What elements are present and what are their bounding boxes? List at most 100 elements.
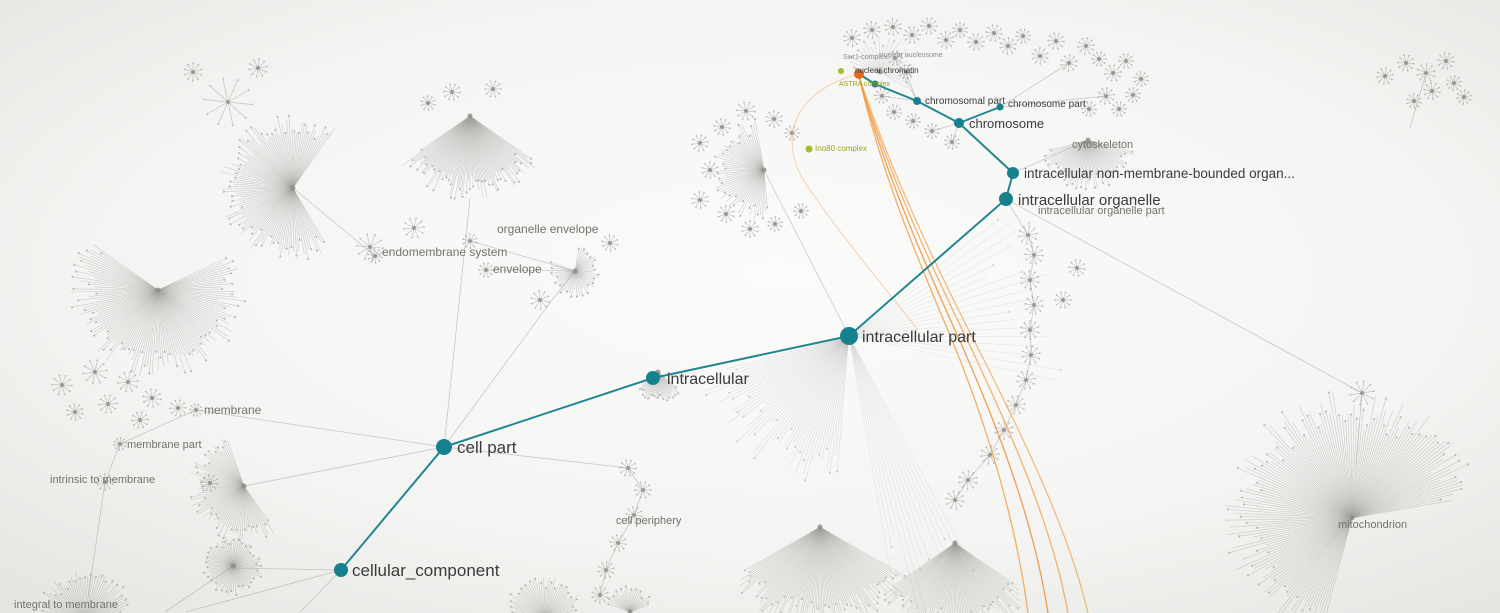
node-burst[interactable] [937, 31, 955, 49]
node-burst[interactable] [843, 29, 861, 47]
cluster-hub[interactable] [877, 69, 883, 75]
node-burst[interactable] [980, 445, 1000, 465]
node-burst[interactable] [898, 64, 914, 80]
node-burst[interactable] [920, 17, 938, 35]
node-burst[interactable] [169, 399, 187, 417]
node-burst[interactable] [886, 104, 902, 120]
node-burst[interactable] [1376, 67, 1394, 85]
term-node-swr1-complex[interactable] [838, 68, 844, 74]
node-burst[interactable] [784, 125, 800, 141]
node-burst[interactable] [82, 359, 108, 385]
term-label[interactable]: integral to membrane [14, 599, 118, 611]
node-burst[interactable] [985, 24, 1003, 42]
term-label[interactable]: chromosome part [1008, 99, 1086, 110]
term-label[interactable]: ASTRA complex [839, 81, 890, 88]
node-burst[interactable] [1068, 259, 1086, 277]
node-burst[interactable] [1446, 75, 1462, 91]
term-node-nuclear-chromatin-focus[interactable] [854, 69, 864, 79]
node-burst[interactable] [767, 216, 783, 232]
node-burst[interactable] [1133, 71, 1149, 87]
node-burst[interactable] [713, 118, 731, 136]
node-burst[interactable] [1015, 28, 1031, 44]
node-burst[interactable] [1016, 370, 1036, 390]
node-burst[interactable] [1118, 53, 1134, 69]
node-burst[interactable] [999, 37, 1017, 55]
term-label[interactable]: membrane part [127, 439, 202, 451]
node-burst[interactable] [51, 374, 73, 396]
node-burst[interactable] [701, 161, 719, 179]
term-node-chromosome[interactable] [954, 118, 964, 128]
node-burst[interactable] [96, 473, 114, 491]
term-label[interactable]: intracellular organelle part [1038, 205, 1165, 217]
node-burst[interactable] [142, 388, 162, 408]
term-label[interactable]: intracellular [667, 371, 749, 388]
node-burst[interactable] [952, 22, 968, 38]
cluster-hub[interactable] [1349, 515, 1355, 521]
node-burst[interactable] [793, 203, 809, 219]
node-burst[interactable] [131, 411, 149, 429]
term-node-chromosomal-part[interactable] [913, 97, 921, 105]
term-label[interactable]: chromosome [969, 116, 1044, 131]
node-burst[interactable] [1397, 54, 1415, 72]
term-node-ino80-complex[interactable] [805, 145, 813, 153]
node-burst[interactable] [863, 21, 881, 39]
node-burst[interactable] [248, 58, 268, 78]
term-label[interactable]: cellular_component [352, 561, 500, 580]
node-burst[interactable] [1031, 47, 1049, 65]
node-burst[interactable] [1091, 51, 1107, 67]
node-burst[interactable] [1104, 64, 1122, 82]
node-burst[interactable] [1021, 345, 1041, 365]
term-label[interactable]: endomembrane system [382, 245, 507, 259]
term-label[interactable]: cytoskeleton [1072, 139, 1133, 151]
term-label[interactable]: organelle envelope [497, 222, 599, 236]
term-label[interactable]: chromosomal part [925, 96, 1005, 107]
node-burst[interactable] [183, 62, 203, 82]
node-burst[interactable] [1047, 32, 1065, 50]
node-burst[interactable] [403, 217, 425, 239]
term-label[interactable]: intracellular non-membrane-bounded organ… [1024, 166, 1295, 181]
term-label[interactable]: nuclear chromatin [855, 66, 919, 75]
node-burst[interactable] [903, 26, 921, 44]
term-label[interactable]: envelope [493, 262, 542, 276]
node-burst[interactable] [1020, 270, 1040, 290]
node-burst[interactable] [1416, 63, 1436, 83]
node-burst[interactable] [443, 83, 461, 101]
node-burst[interactable] [201, 474, 219, 492]
node-burst[interactable] [1111, 101, 1127, 117]
term-node-cell-part[interactable] [436, 439, 452, 455]
term-label[interactable]: cell periphery [616, 515, 682, 527]
node-burst[interactable] [1423, 82, 1441, 100]
cluster-hub[interactable] [155, 287, 161, 293]
node-burst[interactable] [736, 101, 756, 121]
term-node-intracellular-organelle[interactable] [999, 192, 1013, 206]
node-burst[interactable] [1456, 89, 1472, 105]
node-burst[interactable] [66, 403, 84, 421]
node-burst[interactable] [765, 110, 783, 128]
node-burst[interactable] [717, 205, 735, 223]
term-label[interactable]: cell part [457, 438, 517, 457]
node-burst[interactable] [884, 18, 902, 36]
term-label[interactable]: membrane [204, 403, 262, 417]
term-node-cellular-component[interactable] [334, 563, 348, 577]
node-burst[interactable] [203, 77, 253, 127]
node-burst[interactable] [601, 234, 619, 252]
cluster-hub[interactable] [817, 524, 823, 530]
node-burst[interactable] [1406, 93, 1422, 109]
term-label[interactable]: Ino80 complex [815, 144, 867, 153]
cluster-hub[interactable] [627, 609, 633, 613]
node-burst[interactable] [98, 394, 118, 414]
term-node-intracellular-part[interactable] [840, 327, 858, 345]
term-label[interactable]: nuclear nucleosome [880, 52, 943, 59]
node-burst[interactable] [1125, 87, 1141, 103]
node-burst[interactable] [484, 80, 502, 98]
term-label[interactable]: Swr1-complex [843, 54, 888, 61]
node-burst[interactable] [420, 95, 436, 111]
node-burst[interactable] [530, 290, 550, 310]
term-node-chromosome-part[interactable] [996, 103, 1004, 111]
node-burst[interactable] [691, 191, 709, 209]
node-burst[interactable] [1060, 54, 1078, 72]
term-node-intracellular[interactable] [646, 371, 660, 385]
term-node-chromatin-hub[interactable] [871, 80, 879, 88]
cluster-hub[interactable] [952, 540, 958, 546]
